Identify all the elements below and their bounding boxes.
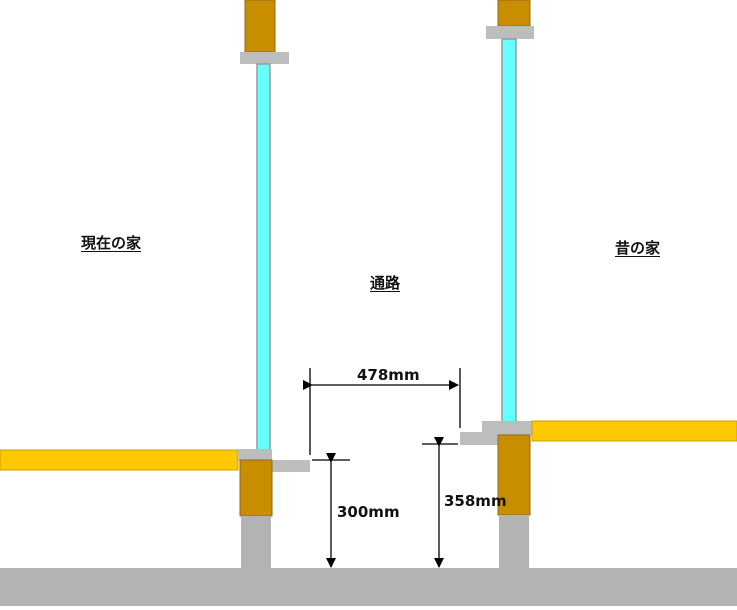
right-top-sill (486, 26, 534, 39)
ground-slab (0, 568, 737, 606)
left-floor-slab (0, 449, 239, 471)
left-lower-beam (239, 459, 273, 517)
left-glass-pane (256, 63, 271, 451)
current-house-label: 現在の家 (81, 234, 142, 252)
right-bottom-sill (482, 421, 534, 435)
left-foundation (241, 516, 271, 570)
right-step (460, 432, 500, 445)
old-house-label: 昔の家 (615, 239, 661, 257)
right-lower-beam (497, 434, 531, 516)
left-height-label: 300mm (337, 503, 400, 521)
left-bottom-sill (238, 449, 272, 461)
left-step (270, 460, 310, 472)
right-top-beam (497, 0, 531, 27)
left-top-beam (244, 0, 276, 53)
right-floor-slab (531, 420, 737, 442)
left-top-sill (240, 52, 289, 64)
gap-width-label: 478mm (357, 366, 420, 384)
right-height-label: 358mm (444, 492, 507, 510)
right-glass-pane (501, 38, 517, 424)
right-foundation (499, 515, 529, 570)
passage-label: 通路 (370, 274, 401, 292)
